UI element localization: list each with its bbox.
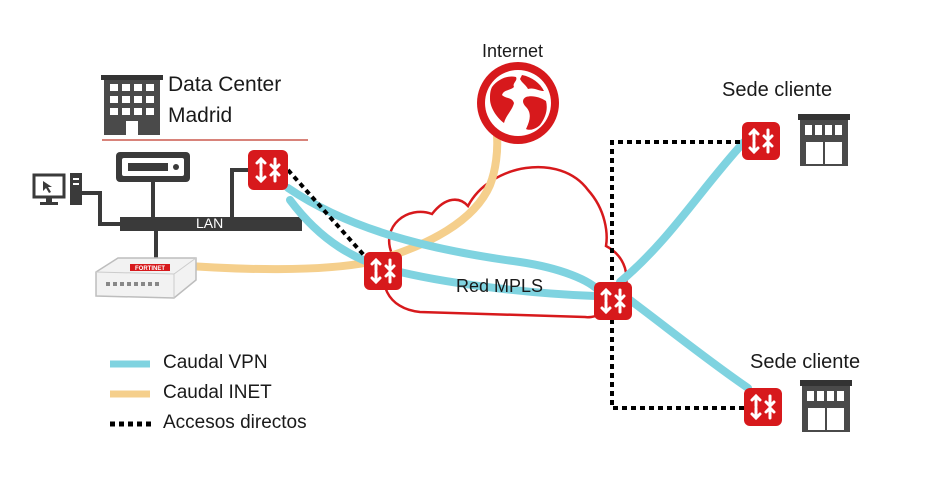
- lan-label: LAN: [196, 215, 224, 231]
- computer-icon: [32, 173, 82, 205]
- vpn-flow-lines: [284, 138, 752, 392]
- internet-label: Internet: [482, 41, 544, 61]
- firewall-appliance-icon: FORTINET: [95, 257, 197, 299]
- router-branch-bottom: [744, 388, 782, 426]
- legend-direct-label: Accesos directos: [163, 412, 307, 433]
- data-center-label-line1: Data Center: [168, 73, 282, 96]
- building-icon: [800, 380, 852, 432]
- lan-bar: [120, 217, 302, 231]
- router-arrows-icon: [600, 287, 626, 315]
- server-icon: [116, 152, 190, 182]
- legend-swatches: [110, 360, 152, 427]
- globe-icon: [477, 62, 559, 144]
- mpls-label: Red MPLS: [456, 276, 544, 296]
- router-dc: [248, 150, 288, 190]
- building-icon: [101, 75, 163, 135]
- router-arrows-icon: [255, 156, 281, 184]
- router-mpls-east: [594, 282, 632, 320]
- router-arrows-icon: [748, 127, 774, 155]
- building-icon: [798, 114, 850, 166]
- data-center-label-line2: Madrid: [168, 104, 233, 127]
- inet-flow-line: [172, 132, 502, 274]
- firewall-brand-label: FORTINET: [135, 266, 165, 272]
- legend-vpn-label: Caudal VPN: [163, 352, 268, 373]
- branch-top-label: Sede cliente: [722, 79, 833, 101]
- mpls-cloud-icon: [382, 165, 628, 319]
- router-arrows-icon: [370, 257, 396, 285]
- branch-bottom-label: Sede cliente: [750, 351, 861, 373]
- router-arrows-icon: [750, 393, 776, 421]
- router-branch-top: [742, 122, 780, 160]
- router-mpls-west: [364, 252, 402, 290]
- legend-inet-label: Caudal INET: [163, 382, 272, 403]
- lan-network: [80, 168, 302, 258]
- direct-access-lines: [286, 140, 744, 410]
